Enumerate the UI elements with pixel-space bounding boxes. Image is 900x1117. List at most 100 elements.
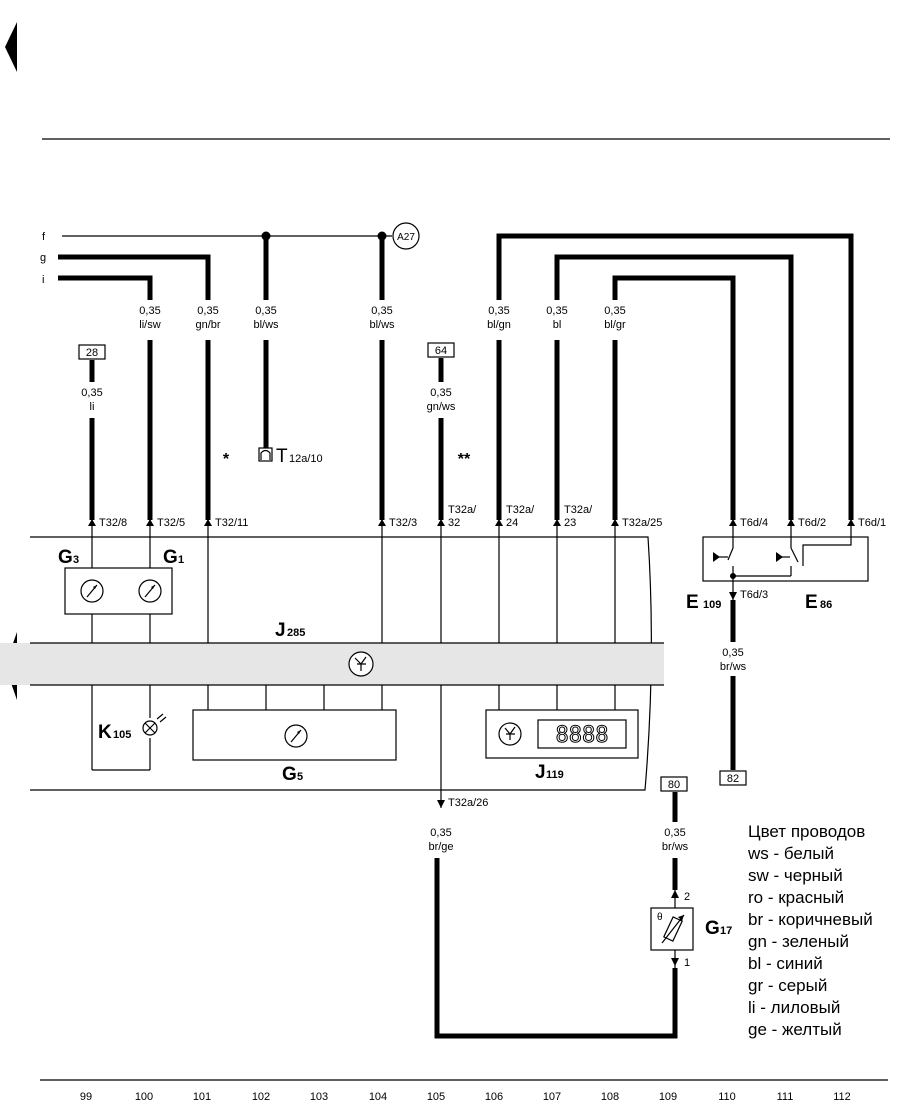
wire-segment (554, 254, 794, 520)
pin-t32-5: T32/5 (157, 517, 185, 529)
legend-item: gn - зеленый (748, 932, 849, 951)
ref-64: 64 (435, 345, 447, 357)
label-j285-main: J (275, 620, 286, 641)
ref-box-82 (719, 770, 747, 786)
column-number: 111 (777, 1091, 794, 1103)
wire-label-w105-top: 0,35 gn/ws (427, 387, 456, 413)
pin-t32-8: T32/8 (99, 517, 127, 529)
column-number: 103 (310, 1091, 328, 1103)
wire-label-w104: 0,35 bl/ws (369, 305, 395, 331)
wire-segment (612, 275, 736, 520)
svg-text:br/ws: br/ws (720, 661, 747, 673)
wire-label-w110: 0,35 br/ws (720, 647, 747, 673)
display-digits-box (537, 719, 627, 749)
column-number: 105 (427, 1091, 445, 1103)
svg-text:gn/ws: gn/ws (427, 401, 456, 413)
column-number: 101 (193, 1091, 211, 1103)
legend-item: sw - черный (748, 866, 843, 885)
column-number: 100 (135, 1091, 153, 1103)
label-k105-sub: 105 (113, 729, 131, 741)
wire-label-w101: 0,35 gn/br (195, 305, 220, 331)
label-g17-sub: 17 (720, 925, 732, 937)
svg-text:0,35: 0,35 (371, 305, 392, 317)
wire-label-w107: 0,35 bl (546, 305, 567, 331)
wire-label-w100: 0,35 li/sw (139, 305, 160, 331)
column-number: 110 (718, 1091, 736, 1103)
svg-text:0,35: 0,35 (546, 305, 567, 317)
column-number: 107 (543, 1091, 561, 1103)
pin-t6d-2: T6d/2 (798, 517, 826, 529)
pin-t32a-32-a: T32a/ (448, 504, 477, 516)
svg-text:bl/gn: bl/gn (487, 319, 511, 331)
wire-label-w109: 0,35 br/ws (662, 827, 689, 853)
column-number: 102 (252, 1091, 270, 1103)
label-k105-main: K (98, 722, 112, 743)
footnote-double-star: ** (458, 451, 471, 468)
switch-block-e109-e86 (702, 536, 869, 582)
connector-t12a-sub: 12a/10 (289, 453, 323, 465)
pin-t32a-23-b: 23 (564, 517, 576, 529)
svg-text:br/ge: br/ge (428, 841, 453, 853)
connector-a27 (392, 222, 420, 250)
label-g3-sub: 3 (73, 554, 79, 566)
label-e109-main: E (686, 592, 699, 613)
label-j119-sub: 119 (546, 769, 564, 781)
pin-t6d-1: T6d/1 (858, 517, 886, 529)
svg-text:0,35: 0,35 (197, 305, 218, 317)
pin-t32a-23-a: T32a/ (564, 504, 593, 516)
ref-box-64 (427, 342, 455, 358)
pin-t32a-26: T32a/26 (448, 797, 488, 809)
sensor-g17-box (650, 907, 694, 951)
display-digits: 8888 (556, 723, 609, 748)
pin-t32a-25: T32a/25 (622, 517, 662, 529)
label-e86-main: E (805, 592, 818, 613)
legend-item: ge - желтый (748, 1020, 842, 1039)
bus-label-i: i (42, 274, 44, 286)
pin-t32-3: T32/3 (389, 517, 417, 529)
legend-item: li - лиловый (748, 998, 840, 1017)
cluster-band (0, 643, 664, 685)
column-number: 112 (833, 1091, 851, 1103)
label-g5-sub: 5 (297, 771, 303, 783)
pin-t32a-24-a: T32a/ (506, 504, 535, 516)
legend-item: ro - красный (748, 888, 844, 907)
wire-label-w105-bot: 0,35 br/ge (428, 827, 453, 853)
sensor-pin-1: 1 (684, 957, 690, 969)
column-number: 108 (601, 1091, 619, 1103)
legend-title: Цвет проводов (748, 822, 865, 841)
sensor-theta: θ (657, 912, 663, 923)
wire-segment (496, 233, 854, 520)
bus-label-g: g (40, 252, 46, 264)
svg-text:0,35: 0,35 (430, 387, 451, 399)
svg-text:bl/ws: bl/ws (369, 319, 395, 331)
label-g1-sub: 1 (178, 554, 184, 566)
column-numbers: 99 100 101 102 103 104 105 106 107 108 1… (80, 1091, 851, 1103)
label-g1-main: G (163, 547, 178, 568)
wire-color-legend: Цвет проводов ws - белый sw - черный ro … (747, 822, 873, 1039)
legend-item: bl - синий (748, 954, 823, 973)
connector-a27-label: A27 (397, 232, 415, 243)
wire-label-w108: 0,35 bl/gr (604, 305, 626, 331)
svg-text:0,35: 0,35 (81, 387, 102, 399)
wire-label-w99: 0,35 li (81, 387, 102, 413)
ref-80: 80 (668, 779, 680, 791)
pin-t32a-24-b: 24 (506, 517, 518, 529)
pin-t32-11: T32/11 (215, 517, 248, 529)
bus-g (58, 254, 211, 300)
column-number: 104 (369, 1091, 387, 1103)
connector-t12a-main: T (276, 446, 288, 467)
cluster-internal-lines (91, 537, 616, 790)
column-number: 109 (659, 1091, 677, 1103)
label-j285-sub: 285 (287, 627, 305, 639)
ref-box-80 (660, 776, 688, 792)
switch-e86-symbol (733, 537, 852, 577)
svg-text:li: li (90, 401, 95, 413)
svg-text:0,35: 0,35 (139, 305, 160, 317)
label-g3-main: G (58, 547, 73, 568)
legend-item: br - коричневый (748, 910, 873, 929)
wire-label-w106: 0,35 bl/gn (487, 305, 511, 331)
sensor-pin-2: 2 (684, 891, 690, 903)
label-e109-sub: 109 (703, 599, 721, 611)
